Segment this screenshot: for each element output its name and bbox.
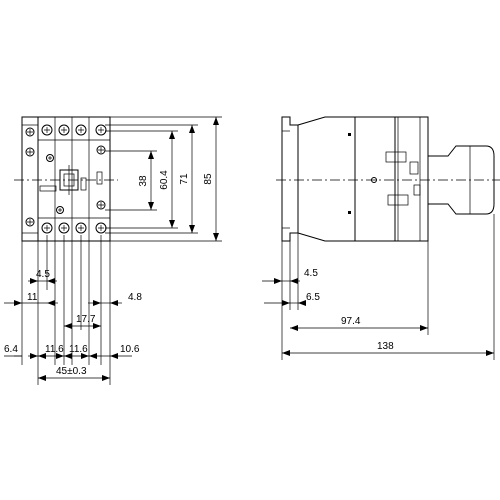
dim-6-4: 6.4 bbox=[4, 344, 18, 355]
dim-85: 85 bbox=[203, 173, 214, 185]
dim-60-4: 60.4 bbox=[159, 170, 170, 190]
top-terminals bbox=[25, 124, 107, 137]
dim-6-5: 6.5 bbox=[306, 292, 320, 303]
dim-4-8: 4.8 bbox=[128, 292, 142, 303]
front-housing bbox=[394, 116, 429, 242]
terminal-screw-icon bbox=[75, 124, 87, 136]
dim-10-6: 10.6 bbox=[120, 344, 140, 355]
dim-17-7: 17.7 bbox=[76, 314, 96, 325]
front-view bbox=[14, 116, 118, 242]
terminal-screw-icon bbox=[41, 124, 53, 136]
side-horizontal-dimensions: 4.5 6.5 97.4 138 bbox=[262, 214, 495, 360]
second-row-terminals bbox=[25, 145, 106, 162]
dim-4-5-side: 4.5 bbox=[304, 268, 318, 279]
dim-4-5-front: 4.5 bbox=[36, 269, 50, 280]
terminal-screw-icon bbox=[95, 124, 107, 136]
back-housing bbox=[297, 116, 356, 242]
middle-housing bbox=[354, 116, 396, 242]
actuator-knob bbox=[427, 145, 495, 215]
rail-clip bbox=[281, 116, 299, 242]
dim-138: 138 bbox=[377, 341, 394, 352]
terminal-screw-icon bbox=[25, 127, 35, 137]
dim-11-6-a: 11.6 bbox=[45, 344, 64, 355]
side-view bbox=[276, 116, 500, 242]
front-vertical-dimensions: 38 60.4 71 85 bbox=[105, 116, 222, 242]
dim-11: 11 bbox=[27, 292, 38, 303]
terminal-screw-icon bbox=[58, 124, 70, 136]
dim-38: 38 bbox=[138, 175, 149, 187]
dim-71: 71 bbox=[179, 173, 190, 185]
lower-terminals bbox=[25, 200, 107, 234]
mounting-strip bbox=[21, 116, 39, 242]
front-horizontal-dimensions: 4.5 11 4.8 17.7 6.4 11.6 11.6 10.6 45±0.… bbox=[4, 235, 142, 385]
dim-11-6-b: 11.6 bbox=[69, 344, 88, 355]
dim-45: 45±0.3 bbox=[56, 366, 87, 377]
dim-97-4: 97.4 bbox=[341, 316, 361, 327]
